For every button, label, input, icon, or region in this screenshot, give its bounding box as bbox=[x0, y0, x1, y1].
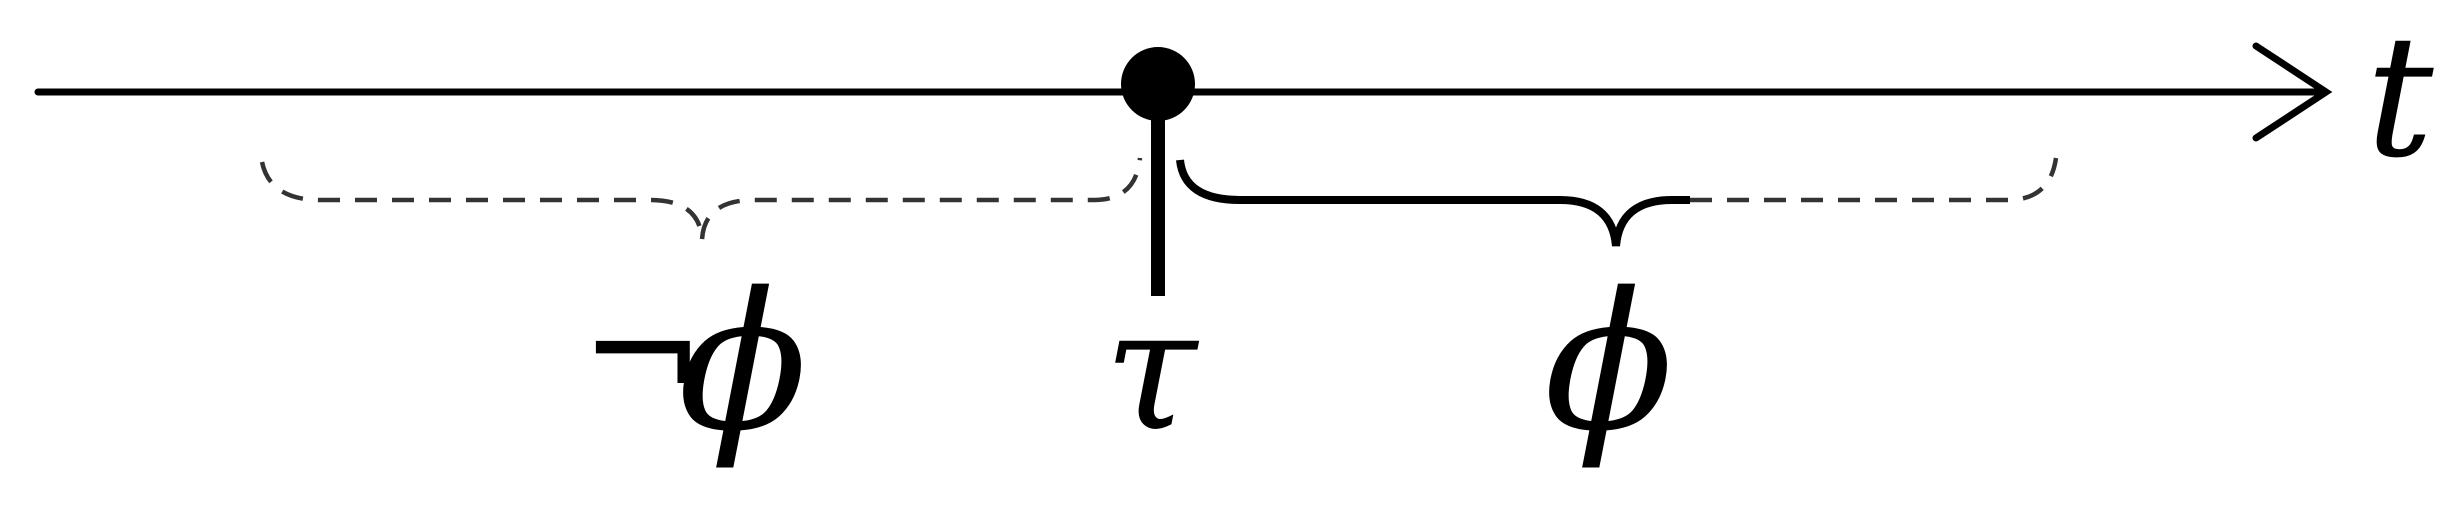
past-interval-brace bbox=[259, 157, 1143, 241]
label-not-phi: ϕ bbox=[678, 252, 808, 473]
label-not-phi-symbol: ¬ bbox=[580, 266, 706, 440]
time-axis-arrowhead bbox=[2252, 42, 2333, 142]
event-label-tau: τ bbox=[1104, 272, 1200, 468]
future-interval-brace-dashed bbox=[1690, 157, 2059, 203]
future-interval-brace-solid bbox=[1176, 159, 1690, 247]
label-phi: ϕ bbox=[1544, 252, 1674, 473]
event-marker-dot bbox=[1121, 47, 1195, 121]
axis-label-t: t bbox=[2366, 0, 2434, 195]
